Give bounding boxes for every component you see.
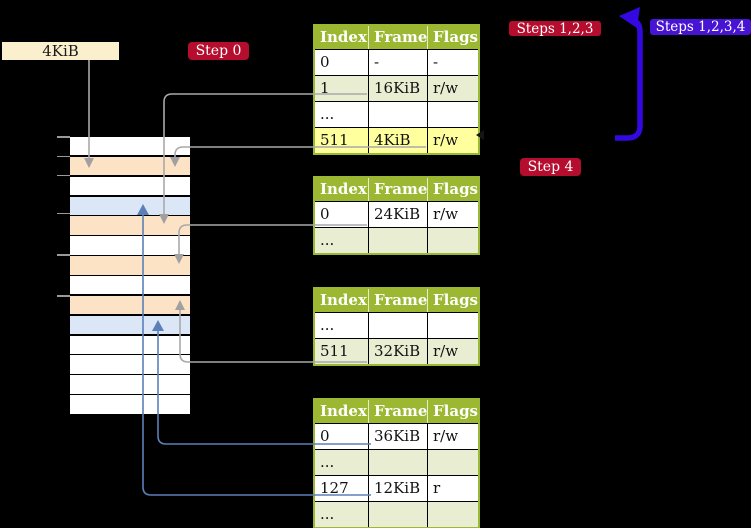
table-cell	[369, 228, 428, 253]
memory-frame-row-10	[70, 335, 190, 354]
column-header-index: Index	[315, 400, 369, 423]
steps-1234-label: Steps 1,2,3,4	[650, 19, 751, 35]
table-cell: ...	[315, 450, 369, 475]
step4-label: Step 4	[520, 158, 581, 176]
table-cell: ...	[315, 102, 369, 127]
column-header-flags: Flags	[433, 180, 478, 198]
table-cell	[369, 450, 428, 475]
table-row: ...	[315, 312, 478, 338]
arrowhead-left-icon	[619, 7, 640, 28]
memory-frame-row-4	[70, 216, 190, 235]
loop-back-arrow	[615, 7, 643, 141]
table-cell: ...	[315, 502, 369, 527]
memory-frame-row-13	[70, 395, 190, 414]
memory-frame-row-7	[70, 275, 190, 295]
table-cell: 4KiB	[369, 128, 428, 153]
memory-frame-row-5	[70, 236, 190, 255]
table-cell	[428, 313, 478, 338]
column-header-frame: Frame	[369, 400, 428, 423]
table-cell: r	[433, 479, 441, 497]
table-cell: 12KiB	[369, 476, 428, 501]
memory-frame-row-0	[70, 137, 190, 156]
column-header-frame: Frame	[369, 289, 428, 312]
table-cell: ...	[315, 228, 369, 253]
memory-frame-row-2	[70, 176, 190, 196]
table-cell: r/w	[433, 427, 459, 445]
table-row: ...	[315, 101, 478, 127]
column-header-index: Index	[315, 26, 369, 49]
column-header-flags: Flags	[433, 291, 478, 309]
column-header-frame: Frame	[369, 26, 428, 49]
table-cell: r/w	[433, 205, 459, 223]
table-cell	[428, 502, 478, 527]
table-cell: 511	[315, 339, 369, 364]
frame-boundary-tick	[57, 212, 70, 215]
memory-frame-row-6	[70, 256, 190, 275]
frame-boundary-tick	[57, 254, 70, 256]
column-header-flags: Flags	[433, 28, 478, 46]
table-cell	[369, 502, 428, 527]
table-cell: r/w	[433, 79, 459, 97]
table-cell: -	[433, 53, 439, 71]
table-cell	[369, 102, 428, 127]
frame-boundary-tick	[57, 136, 70, 138]
table-cell: 16KiB	[369, 76, 428, 101]
column-header-frame: Frame	[369, 178, 428, 201]
column-header-index: Index	[315, 289, 369, 312]
table-row: 0--	[315, 49, 478, 75]
table-row: ...	[315, 449, 478, 475]
table-cell: 0	[315, 424, 369, 449]
table-cell: 24KiB	[369, 202, 428, 227]
step0-label: Step 0	[188, 42, 249, 60]
table-cell: 511	[315, 128, 369, 153]
table-cell: -	[369, 50, 428, 75]
table-cell: 32KiB	[369, 339, 428, 364]
table-row: ...	[315, 227, 478, 253]
memory-frame-row-8	[70, 295, 190, 315]
table-cell	[428, 228, 478, 253]
table-cell: r/w	[433, 131, 459, 149]
table-cell: 0	[315, 202, 369, 227]
memory-frame-row-9	[70, 315, 190, 335]
memory-frame-row-12	[70, 375, 190, 394]
table-cell: 1	[315, 76, 369, 101]
table-cell	[428, 450, 478, 475]
table-cell: 127	[315, 476, 369, 501]
frame-size-label: 4KiB	[2, 42, 119, 60]
frame-boundary-tick	[57, 295, 70, 297]
table-cell	[428, 102, 478, 127]
frame-boundary-tick	[57, 155, 70, 158]
loop-back-arrow-line	[615, 18, 643, 141]
memory-frame-row-1	[70, 156, 190, 176]
table-cell: 36KiB	[369, 424, 428, 449]
column-header-index: Index	[315, 178, 369, 201]
physical-memory-column	[70, 137, 190, 415]
frame-boundary-tick	[57, 174, 70, 177]
column-header-flags: Flags	[433, 402, 478, 420]
memory-frame-row-11	[70, 355, 190, 374]
memory-frame-row-3	[70, 196, 190, 215]
table-row: ...	[315, 501, 478, 527]
table-cell: r/w	[433, 342, 459, 360]
steps-123-label: Steps 1,2,3	[509, 21, 601, 37]
table-cell	[369, 313, 428, 338]
table-cell: ...	[315, 313, 369, 338]
table-cell: 0	[315, 50, 369, 75]
